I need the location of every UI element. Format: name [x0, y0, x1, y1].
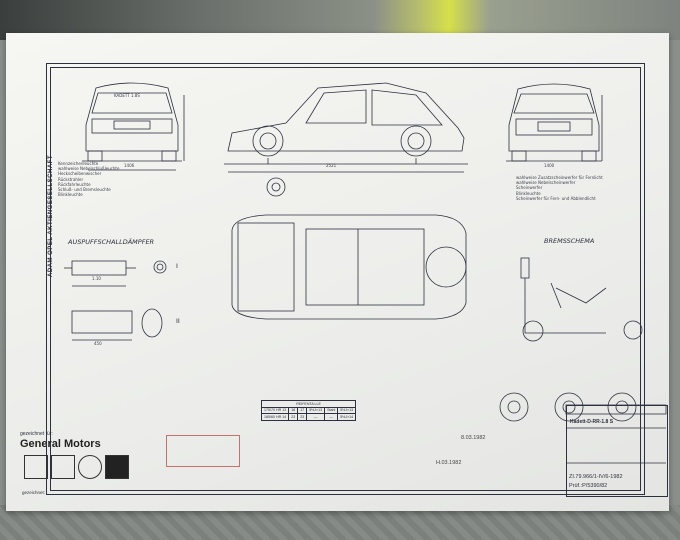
title-block: [566, 405, 668, 497]
note-left-item: Rückstrahler: [58, 176, 84, 182]
rear-track-dim: 1406: [124, 163, 135, 168]
tire-table-title: REIFENTA LLE: [260, 400, 357, 408]
muffler-dim: 1.10: [92, 276, 101, 281]
top-view-drawing: [231, 214, 467, 320]
rear-view-drawing: [82, 82, 185, 171]
table-cell: 185/60 HR 14: [260, 413, 290, 421]
approval-number: Prüf.:P/5390/82: [569, 483, 608, 489]
drawn-for-label: gezeichnet für:: [20, 431, 53, 437]
note-right-item: wahlweise Zusatzscheinwerfer für Fernlic…: [516, 175, 603, 180]
drawing-frame: [46, 63, 645, 495]
table-cell: 5½J×14: [337, 413, 357, 421]
table-cell: 17: [297, 406, 308, 415]
side-view-drawing: [224, 82, 468, 173]
table-cell: 5½J×13: [337, 406, 357, 415]
vauxhall-logo-icon: [51, 455, 75, 479]
brake-schema-label: BREMSSCHEMA: [544, 237, 595, 245]
manufacturer-block: gezeichnet für: General Motors: [20, 431, 170, 450]
note-right-item: Scheinwerfer: [516, 185, 543, 191]
front-view-drawing: [506, 83, 603, 162]
drawing-frame-inner: [50, 67, 641, 491]
table-cell: 18: [288, 406, 299, 415]
front-track-dim: 1400: [544, 163, 555, 168]
table-row: 175/70 HR 13 18 17 5½J×13 Stahl 5½J×13: [260, 406, 357, 415]
table-cell: 5½J×13: [306, 406, 326, 415]
note-left-item: Schluß- und Bremsleuchte: [58, 187, 111, 193]
wheel-details-drawing: [266, 177, 637, 422]
note-left-item: Blinkleuchte: [58, 192, 83, 198]
muffler-drawing: [64, 260, 167, 341]
title-block-name: Kadett-D-RR-1.8 S: [570, 419, 614, 425]
technical-drawing: [64, 82, 667, 464]
rear-badge: KADETT 1.8S: [114, 93, 140, 98]
table-row: 185/60 HR 14 23 23 — — 5½J×14: [260, 413, 357, 421]
roman-two: II: [176, 317, 180, 325]
stamp-date: 8.03.1982: [461, 435, 486, 441]
table-cell: 23: [288, 413, 299, 421]
brake-schema-drawing: [520, 257, 643, 342]
note-right-item: Scheinwerfer für Fern- und Abblendlicht: [516, 195, 596, 201]
drawn-label: gezeichnet:: [22, 490, 46, 495]
muffler-length-dim: 450: [94, 341, 102, 346]
note-right-item: Blinkleuchte: [516, 190, 541, 196]
table-cell: —: [324, 413, 339, 421]
reference-number: ZI.79.966/1-IV/6-1982: [569, 474, 623, 480]
tire-table: REIFENTA LLE 175/70 HR 13 18 17 5½J×13 S…: [260, 400, 357, 421]
opel-logo-icon: [24, 455, 48, 479]
company-name: General Motors: [20, 438, 101, 450]
table-cell: —: [306, 413, 326, 421]
notes-right: wahlweise Zusatzscheinwerfer für Fernlic…: [516, 175, 603, 201]
note-left-item: Rückfahrleuchte: [58, 181, 91, 187]
roman-one: I: [176, 262, 178, 270]
note-right-item: wahlweise Nebelscheinwerfer: [516, 180, 576, 186]
note-left-item: Heckscheibenwischer: [58, 171, 102, 177]
note-left-item: Kennzeichenleuchte: [58, 161, 99, 166]
wheelbase-dim: 2521: [326, 163, 337, 168]
red-stamp: [166, 435, 240, 467]
table-cell: 175/70 HR 13: [260, 406, 290, 415]
stamp-date: H.03.1982: [436, 460, 462, 466]
muffler-label: AUSPUFFSCHALLDÄMPFER: [68, 238, 155, 246]
table-cell: 23: [297, 413, 308, 421]
blueprint-poster: ADAM OPEL AKTIENGESELLSCHAFT: [6, 33, 669, 511]
gm-logo-icon: [105, 455, 129, 479]
note-left-item: wahlweise Nebelschlußleuchte: [58, 166, 120, 172]
table-cell: Stahl: [324, 406, 339, 415]
notes-left: Kennzeichenleuchte wahlweise Nebelschluß…: [58, 161, 119, 197]
holden-logo-icon: [78, 455, 102, 479]
